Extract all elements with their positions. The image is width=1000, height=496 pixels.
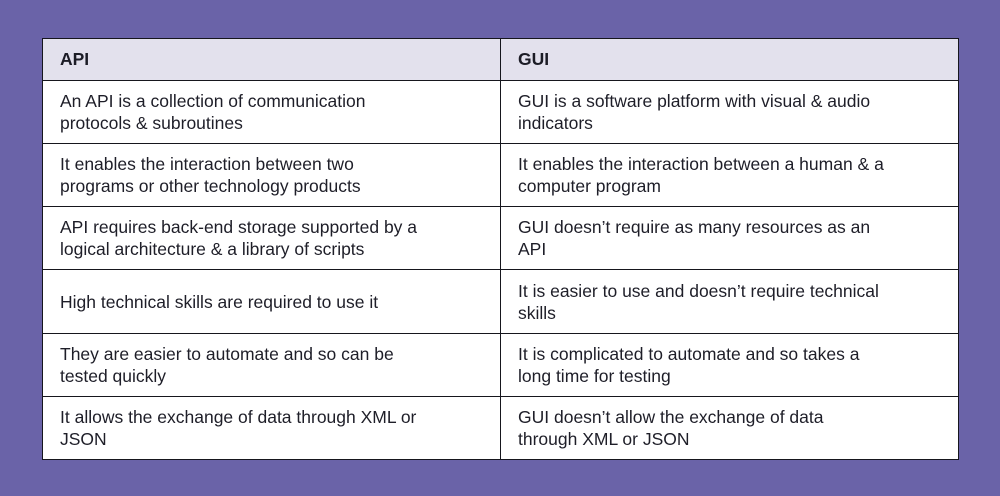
table-row: High technical skills are required to us… [42,269,959,334]
table-row: API requires back-end storage supported … [42,206,959,271]
table-cell-api: It allows the exchange of data through X… [42,395,501,461]
column-header-api: API [42,38,501,81]
table-cell-api: An API is a collection of communication … [42,79,501,145]
table-header-row: API GUI [42,38,959,81]
cell-text: It enables the interaction between two p… [60,154,361,197]
column-header-gui: GUI [500,38,959,81]
table-cell-gui: It is complicated to automate and so tak… [500,332,959,397]
table-cell-gui: It is easier to use and doesn’t require … [500,269,959,334]
cell-text: GUI doesn’t allow the exchange of data t… [518,406,824,449]
cell-text: API requires back-end storage supported … [60,217,418,260]
cell-text: It enables the interaction between a hum… [518,154,884,197]
table-cell-gui: GUI doesn’t allow the exchange of data t… [500,395,959,461]
cell-text: High technical skills are required to us… [60,291,379,312]
table-cell-gui: GUI doesn’t require as many resources as… [500,206,959,271]
cell-text: GUI is a software platform with visual &… [518,91,871,134]
table-row: They are easier to automate and so can b… [42,332,959,397]
table-cell-api: API requires back-end storage supported … [42,206,501,271]
cell-text: It allows the exchange of data through X… [60,406,417,449]
table-cell-api: It enables the interaction between two p… [42,143,501,208]
api-vs-gui-comparison-table: API GUI An API is a collection of commun… [42,38,959,461]
table-cell-api: High technical skills are required to us… [42,269,501,334]
table-row: It enables the interaction between two p… [42,143,959,208]
cell-text: GUI doesn’t require as many resources as… [518,217,871,260]
table-row: An API is a collection of communication … [42,79,959,145]
table-cell-gui: It enables the interaction between a hum… [500,143,959,208]
cell-text: They are easier to automate and so can b… [60,343,394,386]
table-cell-gui: GUI is a software platform with visual &… [500,79,959,145]
cell-text: It is complicated to automate and so tak… [518,343,860,386]
table-cell-api: They are easier to automate and so can b… [42,332,501,397]
table-row: It allows the exchange of data through X… [42,395,959,461]
cell-text: An API is a collection of communication … [60,91,366,134]
cell-text: It is easier to use and doesn’t require … [518,280,879,323]
